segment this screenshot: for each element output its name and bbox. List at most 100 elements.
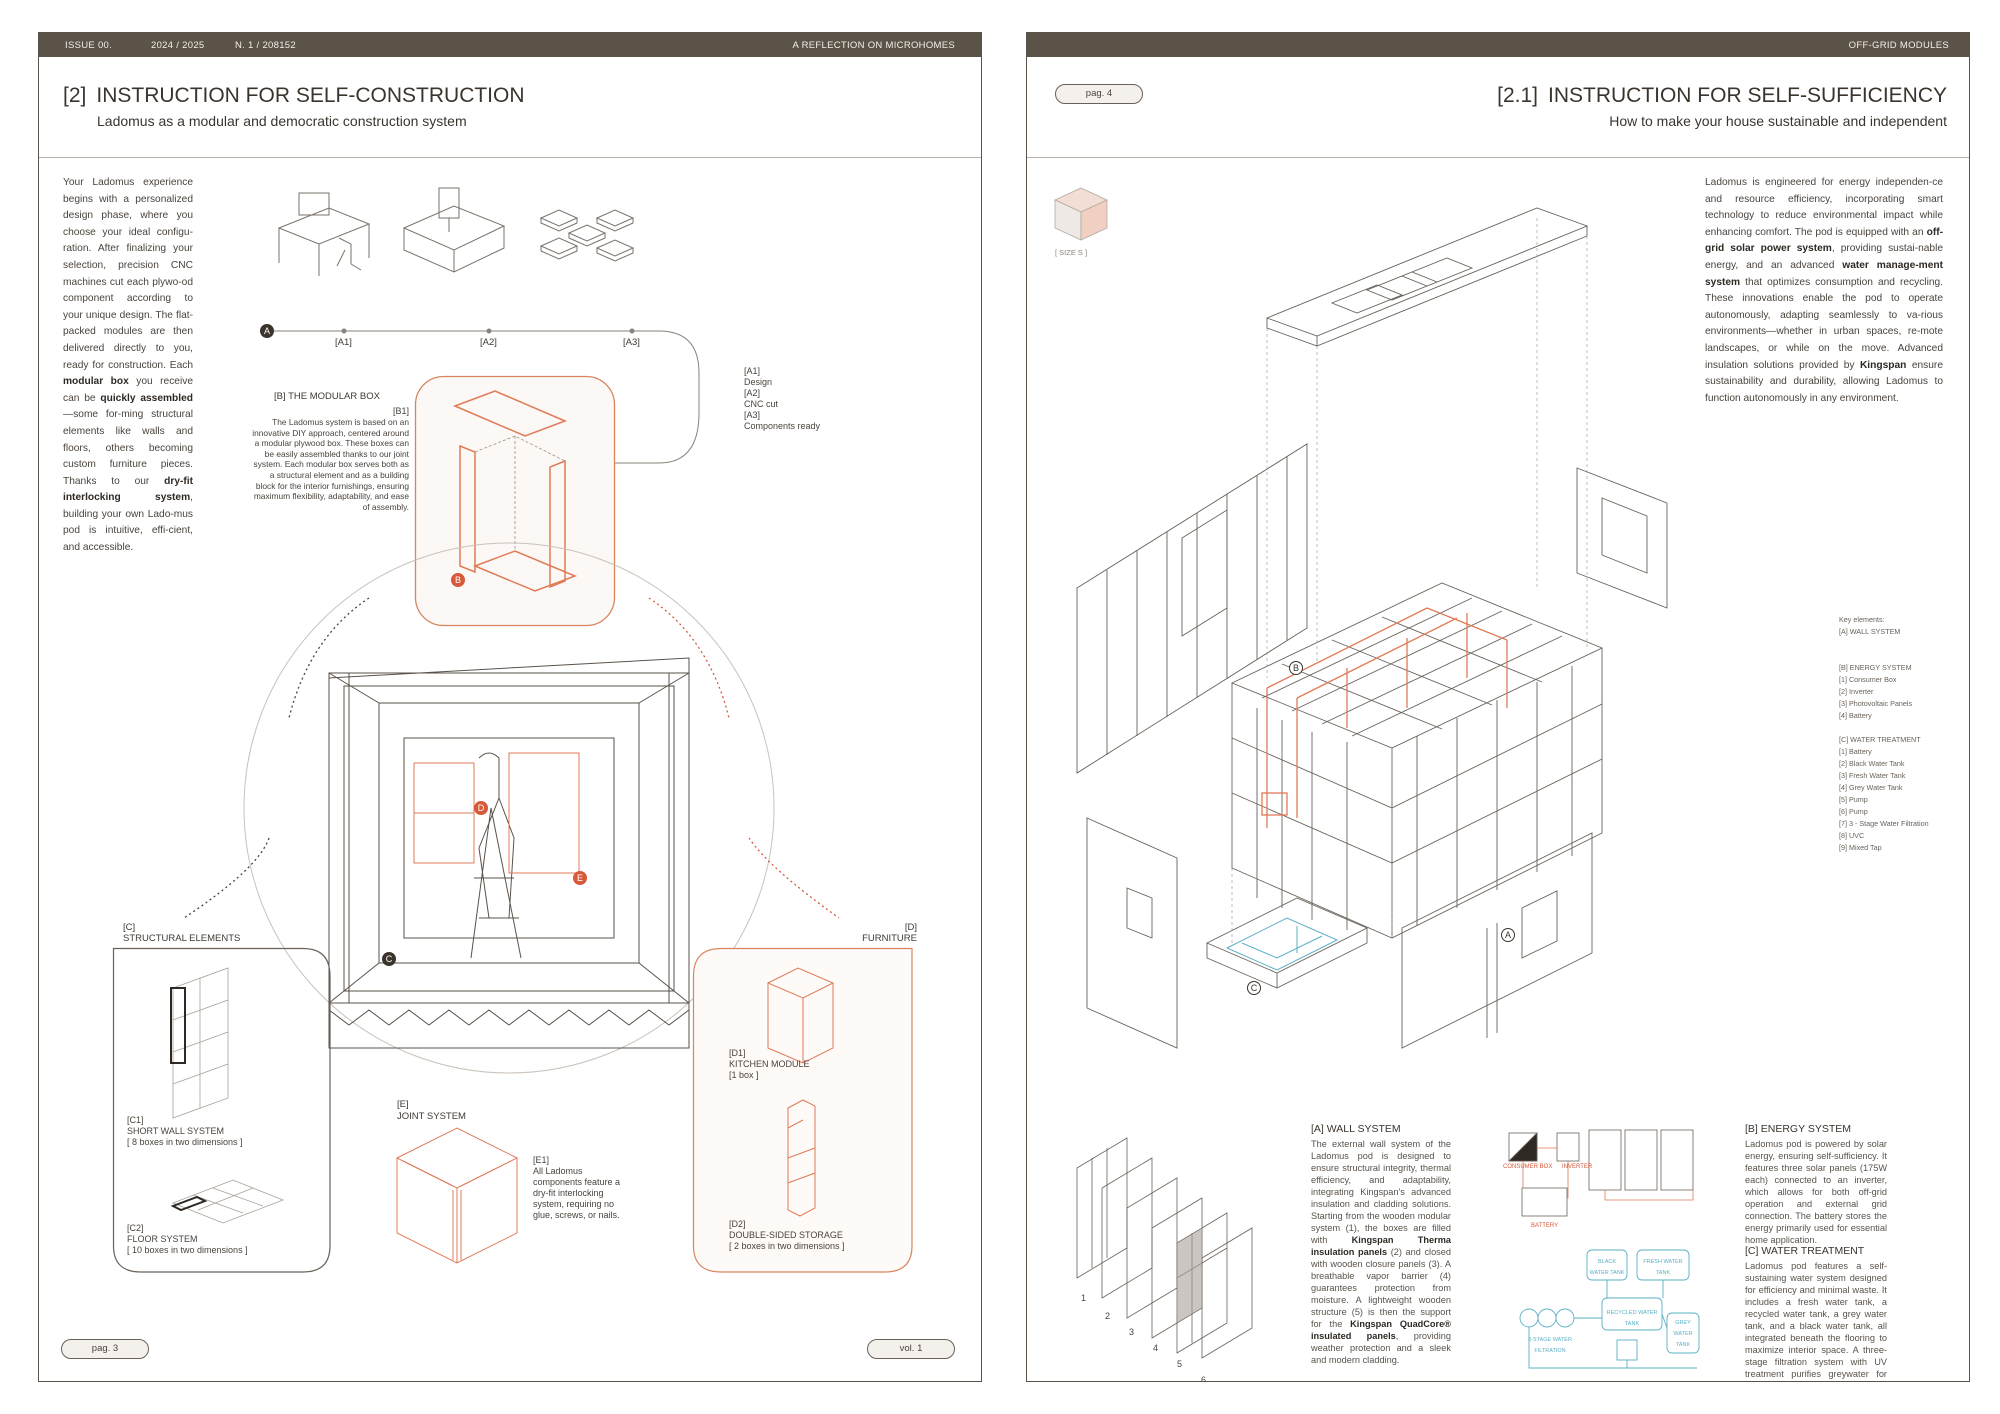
d1-title: KITCHEN MODULE	[729, 1059, 810, 1069]
modular-box-heading: [B] THE MODULAR BOX	[274, 391, 380, 402]
step-a1: [A1]	[335, 337, 352, 348]
step-a3: [A3]	[623, 337, 640, 348]
key-element-line	[1839, 638, 1929, 650]
header-divider	[39, 157, 981, 158]
d2-sub: [ 2 boxes in two dimensions ]	[729, 1241, 845, 1251]
page-number-pill-right: pag. 4	[1055, 84, 1143, 104]
joint-cube	[395, 1127, 519, 1264]
water-label-filtration: 3-STAGE WATER FILTRATION	[1528, 1337, 1572, 1354]
page-number-pill: pag. 3	[61, 1339, 149, 1359]
water-diagram	[1519, 1249, 1700, 1369]
pod-section-drawing	[183, 542, 840, 1074]
title-text: INSTRUCTION FOR SELF-CONSTRUCTION	[96, 84, 525, 107]
process-timeline	[267, 328, 700, 464]
energy-heading: [B] ENERGY SYSTEM	[1745, 1123, 1851, 1135]
furniture-card	[692, 947, 913, 1273]
number-label: N. 1 / 208152	[235, 40, 296, 51]
c1-title: SHORT WALL SYSTEM	[127, 1126, 225, 1136]
wall-heading: [A] WALL SYSTEM	[1311, 1123, 1401, 1135]
e1-text: All Ladomus components feature a dry-fit…	[533, 1166, 621, 1220]
wall-layer-number: 5	[1177, 1359, 1183, 1369]
key-element-line: [A] WALL SYSTEM	[1839, 627, 1901, 636]
page-subtitle-right: How to make your house sustainable and i…	[1609, 113, 1947, 129]
c1-sub: [ 8 boxes in two dimensions ]	[127, 1137, 243, 1147]
key-element-line: Key elements:	[1839, 615, 1885, 624]
key-element-line: [C] WATER TREATMENT	[1839, 735, 1921, 744]
energy-label-inverter: INVERTER	[1562, 1164, 1593, 1170]
header-divider-right	[1027, 157, 1969, 158]
process-legend-line: [A2]	[744, 388, 761, 398]
key-element-line: [3] Photovoltaic Panels	[1839, 699, 1913, 708]
structural-code: [C]	[123, 922, 136, 933]
key-element-line: [5] Pump	[1839, 795, 1868, 804]
wall-layer-number: 2	[1105, 1311, 1111, 1321]
key-element-line: [6] Pump	[1839, 807, 1868, 816]
energy-diagram	[1508, 1129, 1694, 1217]
process-icons	[277, 187, 635, 276]
marker-d: D	[474, 801, 488, 815]
joint-code: [E]	[397, 1099, 409, 1110]
furniture-code: [D]	[904, 922, 917, 933]
marker-b: B	[451, 573, 465, 587]
wall-layer-number: 6	[1201, 1375, 1207, 1382]
key-element-line	[1839, 650, 1929, 662]
page-title-right: [2.1]INSTRUCTION FOR SELF-SUFFICIENCY	[1497, 84, 1947, 108]
tagline-label: A REFLECTION ON MICROHOMES	[792, 40, 955, 51]
key-element-line: [2] Inverter	[1839, 687, 1874, 696]
structural-card	[112, 947, 331, 1273]
intro-paragraph: Your Ladomus experience begins with a pe…	[63, 177, 193, 554]
modular-box-code: [B1]	[392, 406, 409, 416]
energy-label-battery: BATTERY	[1531, 1223, 1559, 1229]
left-page: ISSUE 00. 2024 / 2025 N. 1 / 208152 A RE…	[38, 32, 982, 1382]
size-cube	[1054, 187, 1108, 241]
process-legend-line: Design	[744, 377, 773, 387]
process-legend-line: [A3]	[744, 410, 761, 420]
key-element-line: [7] 3 - Stage Water Filtration	[1839, 819, 1929, 828]
key-element-line: [8] UVC	[1839, 831, 1865, 840]
marker-a-right: A	[1501, 928, 1515, 942]
process-legend-line: [A1]	[744, 366, 761, 376]
water-text: Ladomus pod features a self-sustaining w…	[1745, 1261, 1887, 1379]
key-element-line: [B] ENERGY SYSTEM	[1839, 663, 1912, 672]
key-element-line: [4] Battery	[1839, 711, 1872, 720]
key-element-line: [2] Black Water Tank	[1839, 759, 1905, 768]
energy-text: Ladomus pod is powered by solar energy, …	[1745, 1139, 1887, 1245]
c2-sub: [ 10 boxes in two dimensions ]	[127, 1245, 248, 1255]
process-legend-line: CNC cut	[744, 399, 779, 409]
c2-title: FLOOR SYSTEM	[127, 1234, 198, 1244]
issue-label: ISSUE 00.	[65, 40, 113, 51]
key-element-line: [1] Consumer Box	[1839, 675, 1897, 684]
marker-c: C	[382, 952, 396, 966]
c2-code: [C2]	[127, 1223, 144, 1233]
exploded-pod-drawing	[1076, 207, 1668, 1049]
page-title: [2]INSTRUCTION FOR SELF-CONSTRUCTION	[63, 84, 525, 108]
marker-e: E	[573, 871, 587, 885]
wall-text: The external wall system of the Ladomus …	[1311, 1139, 1451, 1365]
process-legend: [A1]Design[A2]CNC cut[A3]Components read…	[744, 366, 820, 432]
intro-paragraph-right: Ladomus is engineered for energy indepen…	[1705, 177, 1944, 404]
step-a2: [A2]	[480, 337, 497, 348]
d1-code: [D1]	[729, 1048, 746, 1058]
d2-code: [D2]	[729, 1219, 746, 1229]
water-label-black: BLACK WATER TANK	[1589, 1259, 1625, 1276]
header-bar-right: OFF-GRID MODULES	[1027, 33, 1969, 57]
wall-layer-number: 1	[1081, 1293, 1087, 1303]
wall-layer-number: 3	[1129, 1327, 1135, 1337]
modular-box-card	[414, 375, 616, 627]
right-page: OFF-GRID MODULES pag. 4 [2.1]INSTRUCTION…	[1026, 32, 1970, 1382]
key-element-line: [4] Grey Water Tank	[1839, 783, 1903, 792]
energy-label-consumer: CONSUMER BOX	[1503, 1164, 1553, 1170]
d1-sub: [1 box ]	[729, 1070, 759, 1080]
key-element-line: [3] Fresh Water Tank	[1839, 771, 1906, 780]
tagline-label-right: OFF-GRID MODULES	[1848, 40, 1949, 51]
key-elements-legend: Key elements: [A] WALL SYSTEM [B] ENERGY …	[1839, 614, 1929, 854]
section-number-right: [2.1]	[1497, 84, 1538, 107]
modular-box-text: The Ladomus system is based on an innova…	[252, 417, 409, 512]
structural-heading: STRUCTURAL ELEMENTS	[123, 933, 241, 944]
marker-a: A	[260, 324, 274, 338]
key-element-line: [9] Mixed Tap	[1839, 843, 1882, 852]
page-subtitle: Ladomus as a modular and democratic cons…	[97, 113, 467, 129]
process-legend-line: Components ready	[744, 421, 821, 431]
water-heading: [C] WATER TREATMENT	[1745, 1245, 1865, 1257]
marker-b-right: B	[1289, 661, 1303, 675]
